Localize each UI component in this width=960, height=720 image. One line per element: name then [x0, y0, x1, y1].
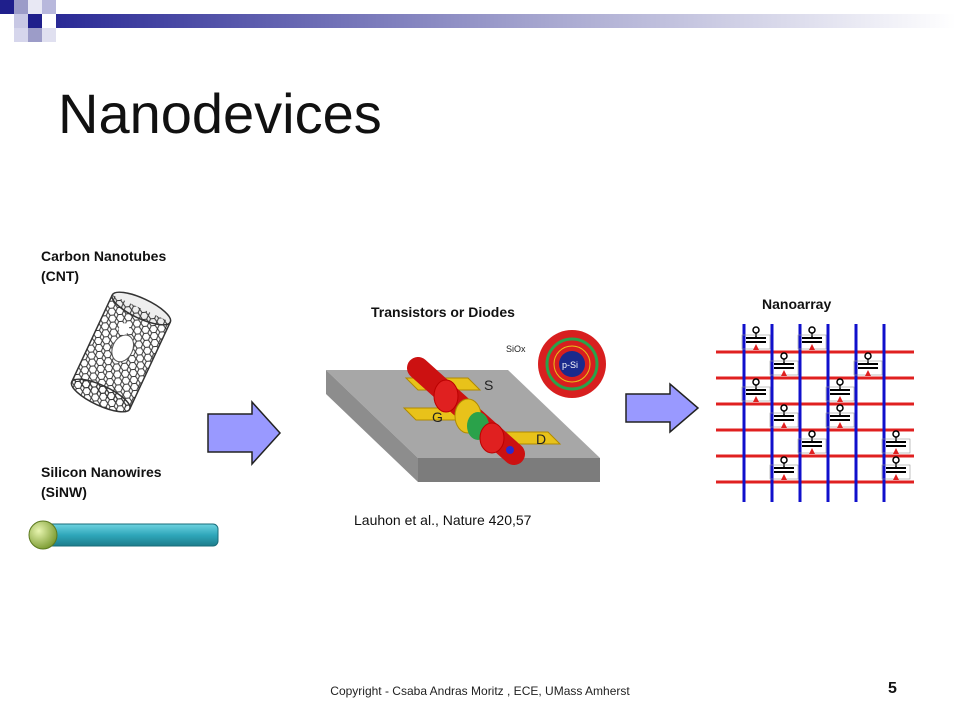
- sinw-label-line2: (SiNW): [41, 484, 87, 500]
- nanoarray-device: [797, 326, 827, 350]
- drain-label: D: [536, 431, 546, 447]
- citation: Lauhon et al., Nature 420,57: [354, 512, 532, 528]
- nanoarray-device: [825, 404, 855, 428]
- nanoarray-device: [769, 352, 799, 376]
- nanoarray-device: [741, 326, 771, 350]
- sinw-label-line1: Silicon Nanowires: [41, 464, 162, 480]
- sinw-label: Silicon Nanowires (SiNW): [41, 462, 211, 502]
- page-number: 5: [888, 680, 897, 697]
- nanoarray-device: [881, 430, 911, 454]
- oxide-label: SiOx: [506, 344, 526, 354]
- nanoarray-device: [741, 378, 771, 402]
- arrow-right-icon: [207, 400, 282, 466]
- header-decoration: [0, 0, 956, 42]
- nanoarray-device: [853, 352, 883, 376]
- nanoarray-device: [825, 378, 855, 402]
- cnt-label-line1: Carbon Nanotubes: [41, 248, 167, 264]
- nanoarray-device: [769, 404, 799, 428]
- nanoarray-label: Nanoarray: [762, 296, 832, 312]
- transistor-label: Transistors or Diodes: [371, 304, 515, 320]
- footer-copyright: Copyright - Csaba Andras Moritz , ECE, U…: [330, 684, 630, 698]
- cnt-label-line2: (CNT): [41, 268, 80, 284]
- nanoarray-device: [797, 430, 827, 454]
- core-label: p-Si: [562, 360, 578, 370]
- nanoarray-device: [881, 456, 911, 480]
- cnt-label: Carbon Nanotubes (CNT): [41, 246, 211, 286]
- gate-label: G: [432, 409, 443, 425]
- nanoarray-device: [769, 456, 799, 480]
- arrow-right-icon-2: [625, 382, 700, 434]
- nanowire-transistor-image: S G D p-Si SiOx: [326, 330, 606, 482]
- slide-title: Nanodevices: [58, 82, 382, 145]
- carbon-nanotube-image: [70, 291, 172, 413]
- silicon-nanowire-image: [28, 520, 219, 550]
- nanoarray-image: [716, 324, 914, 502]
- source-label: S: [484, 377, 493, 393]
